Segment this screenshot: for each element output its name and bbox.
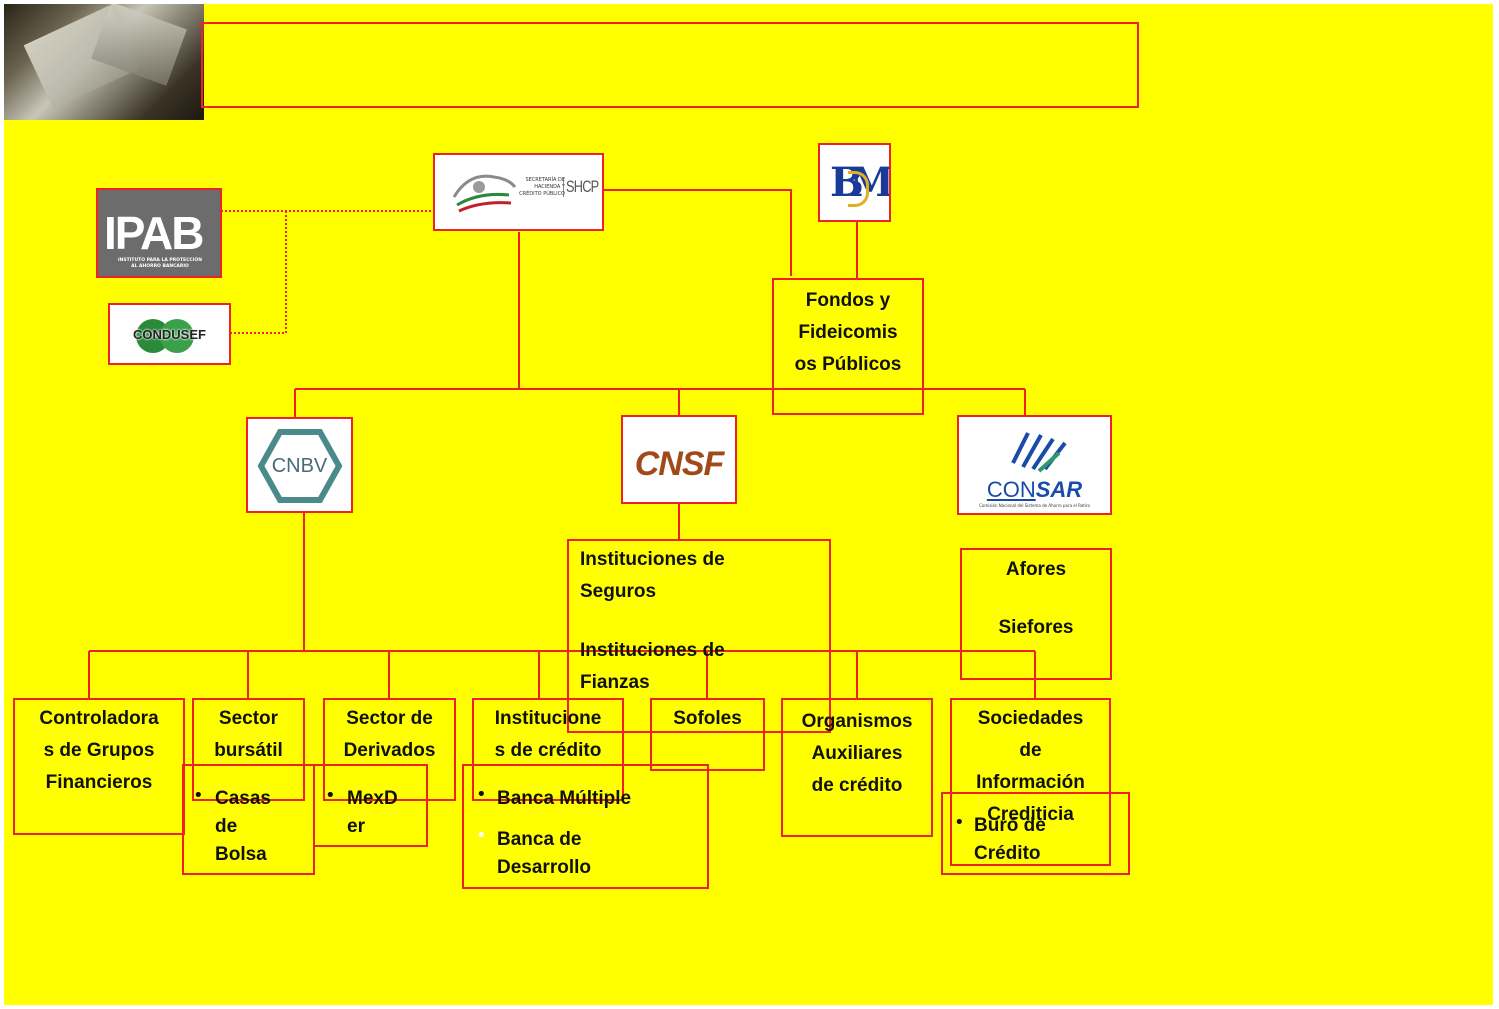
derivados-label: Sector de Derivados — [343, 708, 436, 761]
afores-box — [960, 548, 1112, 680]
mexder-label: MexD er — [347, 788, 398, 837]
ipab-line1: INSTITUTO PARA LA PROTECCIÓN — [117, 258, 202, 263]
fondos-box — [772, 278, 924, 415]
buro-label: Buró de Crédito — [974, 815, 1046, 864]
consar-subtitle: Comisión Nacional del Sistema de Ahorro … — [979, 503, 1090, 508]
sociedades-box — [950, 698, 1111, 866]
ipab-wordmark: IPAB — [104, 207, 204, 259]
buro-bullet-icon: • — [954, 812, 965, 833]
connector-lines — [88, 189, 1036, 698]
controladoras-label: Controladora s de Grupos Financieros — [39, 708, 159, 793]
org-chart-slide: SECRETARÍA DE HACIENDA Y CRÉDITO PÚBLICO… — [4, 4, 1493, 1005]
eagle-emblem-icon — [452, 174, 517, 213]
condusef-wordmark: CONDUSEF — [133, 327, 206, 342]
cnbv-logo: CNBV — [246, 417, 353, 513]
fondos-label: Fondos y Fideicomis os Públicos — [794, 290, 902, 375]
consar-wordmark: CONSAR — [986, 477, 1083, 502]
banca-desarrollo-label: Banca de Desarrollo — [497, 829, 591, 878]
condusef-connector — [230, 211, 287, 334]
consar-stripes-icon — [1011, 432, 1067, 473]
money-picture — [4, 4, 204, 120]
banca-box — [462, 764, 709, 889]
siefores-label: Siefores — [998, 617, 1074, 638]
fianzas-label: Instituciones de Fianzas — [580, 640, 725, 693]
bursatil-label: Sector bursátil — [214, 708, 283, 761]
sofoles-box — [650, 698, 765, 771]
cnbv-wordmark: CNBV — [271, 455, 328, 477]
shcp-line2: HACIENDA Y — [534, 184, 565, 190]
cnsf-wordmark: CNSF — [634, 445, 725, 483]
banca-desarrollo-bullet-icon: • — [476, 825, 487, 846]
ipab-logo: IPAB INSTITUTO PARA LA PROTECCIÓN AL AHO… — [96, 188, 222, 278]
bursatil-box — [192, 698, 305, 801]
sociedades-label: Sociedades de Información Crediticia — [976, 708, 1085, 825]
auxiliares-label: Organismos Auxiliares de crédito — [801, 711, 913, 796]
credito-box — [472, 698, 624, 801]
shcp-logo: SECRETARÍA DE HACIENDA Y CRÉDITO PÚBLICO… — [433, 153, 604, 231]
casas-bullet-icon: • — [193, 785, 204, 806]
banxico-logo: BM — [818, 143, 891, 222]
shcp-line3: CRÉDITO PÚBLICO — [519, 191, 565, 197]
buro-box — [941, 792, 1130, 875]
consar-logo: CONSAR Comisión Nacional del Sistema de … — [957, 415, 1112, 515]
title-box — [201, 22, 1139, 108]
sofoles-label: Sofoles — [673, 708, 742, 729]
banca-multiple-label: Banca Múltiple — [497, 788, 632, 809]
seguros-fianzas-box — [567, 539, 831, 733]
cnsf-logo: CNSF — [621, 415, 737, 504]
credito-label: Institucione s de crédito — [494, 708, 602, 761]
mexder-box — [313, 764, 428, 847]
ipab-line2: AL AHORRO BANCARIO — [131, 264, 189, 269]
shcp-abbr: SHCP — [563, 177, 599, 197]
derivados-box — [323, 698, 456, 801]
cnbv-hexagon-icon — [257, 429, 343, 503]
casas-label: Casas de Bolsa — [215, 788, 271, 865]
condusef-logo: CONDUSEF — [108, 303, 231, 365]
auxiliares-box — [781, 698, 933, 837]
seguros-label: Instituciones de Seguros — [580, 549, 725, 602]
afores-label: Afores — [1005, 559, 1067, 580]
shcp-line1: SECRETARÍA DE — [525, 177, 565, 183]
banca-multiple-bullet-icon: • — [476, 784, 487, 805]
shcp-fondos-connector — [602, 189, 792, 276]
controladoras-box — [13, 698, 185, 835]
mexder-bullet-icon: • — [325, 785, 336, 806]
